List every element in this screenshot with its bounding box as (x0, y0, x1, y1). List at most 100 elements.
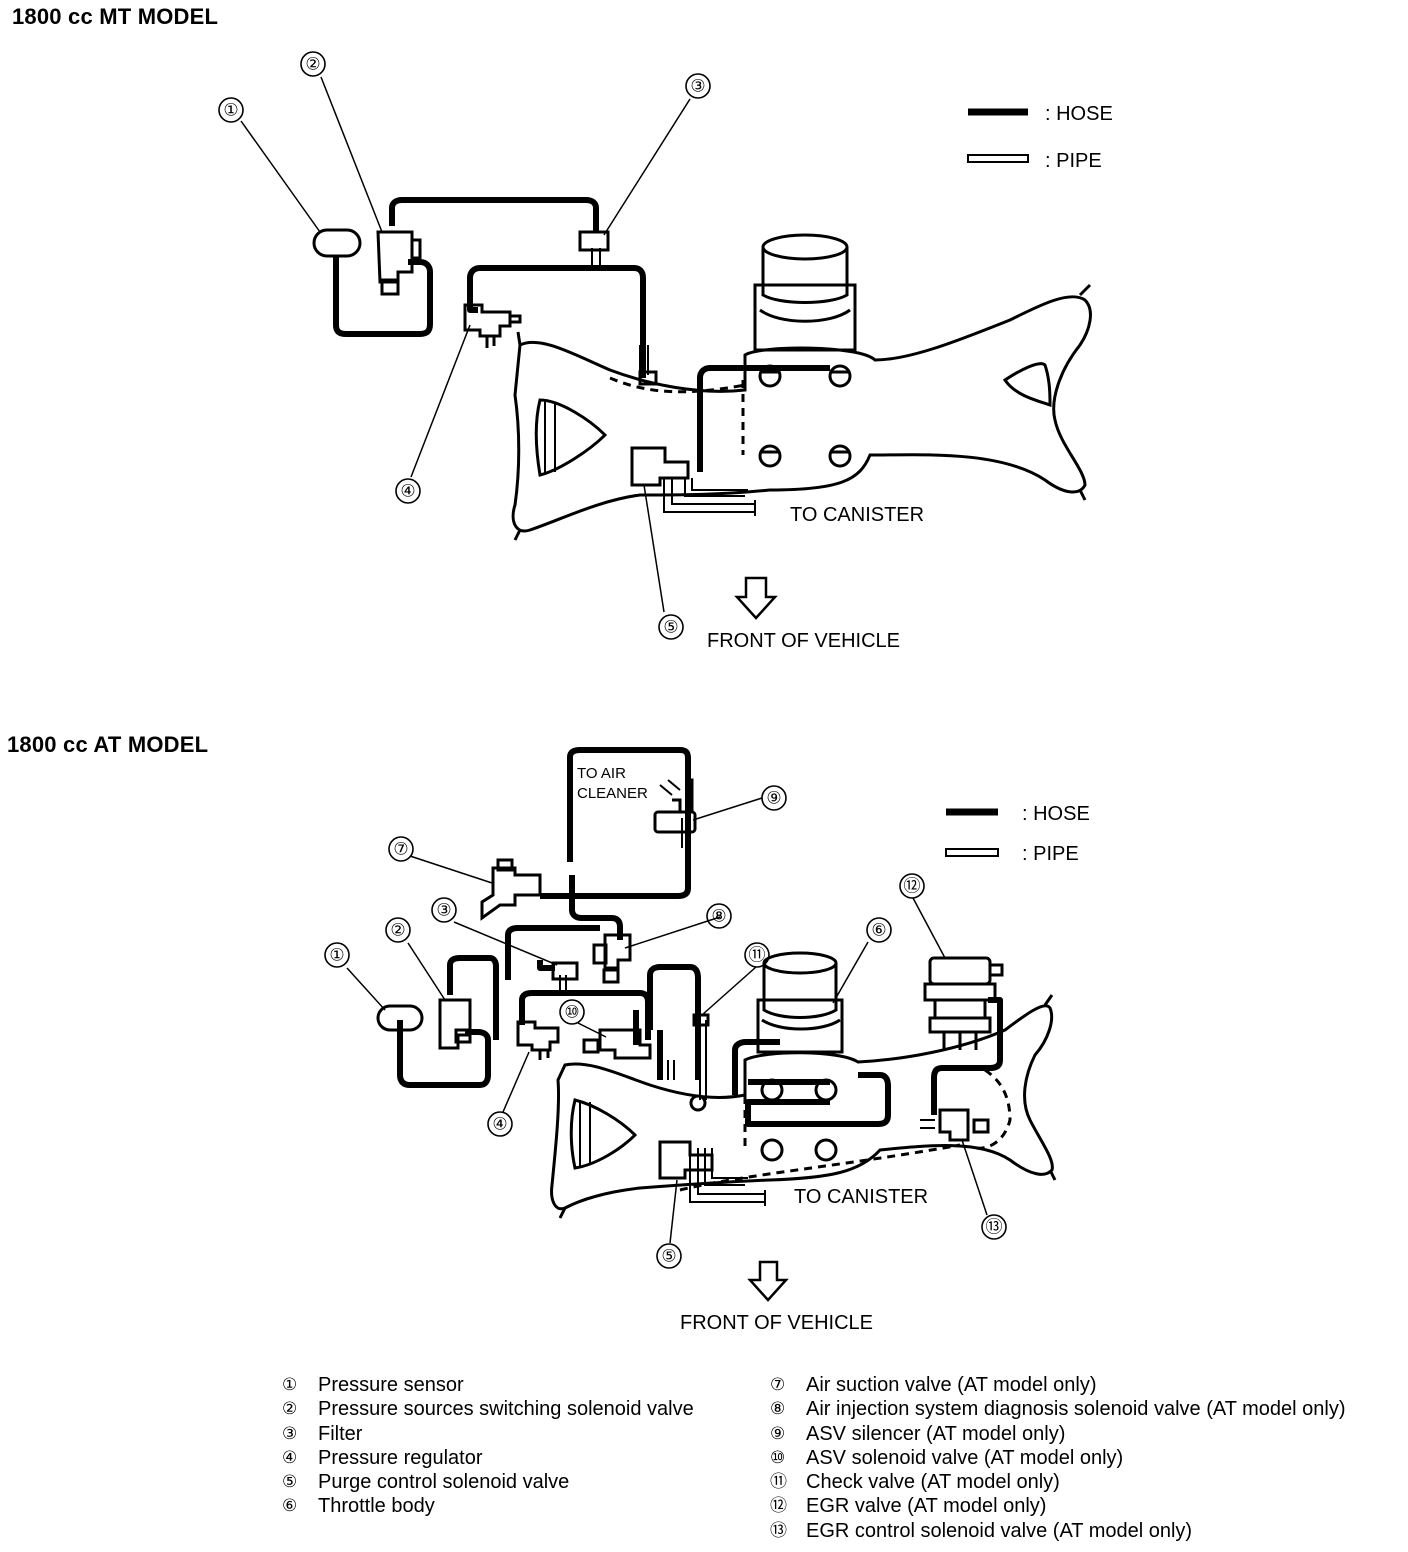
legend-text: EGR control solenoid valve (AT model onl… (806, 1519, 1193, 1542)
at-callout-12: ⑫ (904, 877, 921, 896)
at-front-arrow (747, 1260, 789, 1302)
at-throttle-body (679, 951, 961, 1192)
legend-number: ⑦ (770, 1375, 786, 1394)
mt-callout-4: ④ (400, 482, 415, 501)
legend-item: ⑨ ASV silencer (AT model only) (770, 1422, 1346, 1446)
at-callout-7: ⑦ (393, 840, 408, 859)
mt-to-canister-label: TO CANISTER (790, 504, 924, 526)
mt-callout-1: ① (223, 101, 238, 120)
legend-item: ⑩ ASV solenoid valve (AT model only) (770, 1446, 1346, 1470)
mt-callouts (218, 51, 711, 640)
mt-front-arrow (734, 576, 778, 620)
at-callout-6: ⑥ (871, 921, 886, 940)
legend-number: ⑬ (770, 1520, 787, 1540)
at-callout-9: ⑨ (766, 789, 781, 808)
at-check-valve (689, 1013, 710, 1112)
at-callout-1: ① (329, 946, 344, 965)
mt-callout-labels: ① ② ③ ④ ⑤ (223, 55, 705, 637)
legend-number: ⑪ (770, 1472, 787, 1492)
legend-number: ⑨ (770, 1423, 786, 1443)
legend-text: Check valve (AT model only) (806, 1471, 1060, 1494)
legend-text: Pressure sensor (318, 1374, 464, 1396)
at-to-air-cleaner-line2: CLEANER (577, 785, 648, 802)
mt-callout-5: ⑤ (663, 618, 678, 637)
legend-text: EGR valve (AT model only) (806, 1495, 1047, 1518)
mt-filter (578, 230, 610, 252)
mt-model-title: 1800 cc MT MODEL (12, 4, 219, 29)
at-callout-labels: ① ② ③ ④ ⑤ ⑥ ⑦ ⑧ ⑨ ⑩ ⑪ ⑫ ⑬ (329, 789, 1002, 1266)
legend-item: ③ Filter (282, 1422, 694, 1446)
at-callout-2: ② (390, 921, 405, 940)
legend-item: ① Pressure sensor (282, 1373, 694, 1397)
mt-legend-pipe-swatch (967, 154, 1029, 163)
mt-legend-pipe-label: : PIPE (1045, 150, 1102, 172)
legend-text: ASV silencer (AT model only) (806, 1422, 1066, 1445)
component-legend-left: ① Pressure sensor ② Pressure sources switc… (282, 1373, 694, 1519)
legend-item: ⑫ EGR valve (AT model only) (770, 1494, 1346, 1518)
mt-pressure-regulator (463, 303, 522, 348)
mt-hoses (333, 197, 830, 472)
at-callout-8: ⑧ (711, 907, 726, 926)
legend-number: ② (282, 1399, 298, 1419)
mt-diagram (240, 76, 1092, 620)
at-callout-10: ⑩ (564, 1003, 579, 1022)
legend-number: ⑤ (282, 1472, 298, 1492)
legend-text: Purge control solenoid valve (318, 1471, 570, 1494)
legend-text: Air injection system diagnosis solenoid … (806, 1398, 1346, 1421)
at-legend-pipe-label: : PIPE (1022, 843, 1079, 865)
legend-text: Air suction valve (AT model only) (806, 1374, 1097, 1396)
mt-intake-manifold (511, 295, 1092, 533)
legend-item: ② Pressure sources switching solenoid val… (282, 1397, 694, 1421)
mt-legend-hose-label: : HOSE (1045, 103, 1113, 125)
legend-number: ⑧ (770, 1399, 786, 1419)
at-callout-3: ③ (436, 901, 451, 920)
at-to-canister-label: TO CANISTER (794, 1186, 928, 1208)
at-callouts (324, 785, 1007, 1269)
legend-number: ⑥ (282, 1496, 298, 1516)
legend-text: Filter (318, 1422, 363, 1445)
at-pressure-sensor (376, 1004, 424, 1032)
at-to-air-cleaner-line1: TO AIR (577, 765, 626, 782)
mt-callout-3: ③ (690, 77, 705, 96)
legend-number: ④ (282, 1447, 298, 1467)
at-pressure-regulator (516, 1020, 560, 1060)
at-callout-4: ④ (492, 1115, 507, 1134)
at-callout-11: ⑪ (749, 946, 766, 965)
at-callout-13: ⑬ (986, 1218, 1003, 1237)
mt-callout-2: ② (305, 55, 320, 74)
at-asv-solenoid-valve (582, 1028, 652, 1060)
at-diagram (346, 747, 1057, 1302)
legend-text: Throttle body (318, 1495, 435, 1518)
at-air-suction-valve (480, 858, 542, 921)
legend-item: ⑤ Purge control solenoid valve (282, 1470, 694, 1494)
at-callout-5: ⑤ (661, 1247, 676, 1266)
component-legend-right: ⑦ Air suction valve (AT model only) ⑧ Air … (770, 1373, 1346, 1543)
legend-item: ⑦ Air suction valve (AT model only) (770, 1373, 1346, 1397)
at-egr-control-solenoid-valve (938, 1108, 990, 1142)
mt-pressure-sensor (312, 228, 362, 258)
legend-item: ⑥ Throttle body (282, 1494, 694, 1518)
legend-item: ④ Pressure regulator (282, 1446, 694, 1470)
mt-purge-control-solenoid-valve (630, 446, 690, 487)
legend-number: ① (282, 1375, 298, 1394)
at-legend-hose-label: : HOSE (1022, 803, 1090, 825)
at-switching-solenoid-valve (438, 998, 472, 1050)
mt-legend (967, 108, 1029, 163)
legend-number: ⑩ (770, 1447, 786, 1467)
legend-text: Pressure sources switching solenoid valv… (318, 1398, 694, 1421)
at-filter (551, 961, 579, 981)
at-legend-pipe-swatch (945, 848, 999, 857)
legend-item: ⑧ Air injection system diagnosis solenoid… (770, 1397, 1346, 1421)
mt-throttle-body (609, 233, 857, 468)
at-legend (945, 808, 999, 857)
legend-number: ③ (282, 1423, 298, 1443)
legend-text: ASV solenoid valve (AT model only) (806, 1446, 1124, 1469)
at-model-title: 1800 cc AT MODEL (7, 732, 209, 757)
mt-front-of-vehicle-label: FRONT OF VEHICLE (707, 630, 900, 652)
at-hoses (397, 747, 1003, 1127)
legend-text: Pressure regulator (318, 1446, 483, 1469)
at-air-injection-diagnosis-solenoid-valve (592, 933, 632, 984)
mt-switching-solenoid-valve (376, 230, 422, 296)
legend-number: ⑫ (770, 1496, 787, 1516)
